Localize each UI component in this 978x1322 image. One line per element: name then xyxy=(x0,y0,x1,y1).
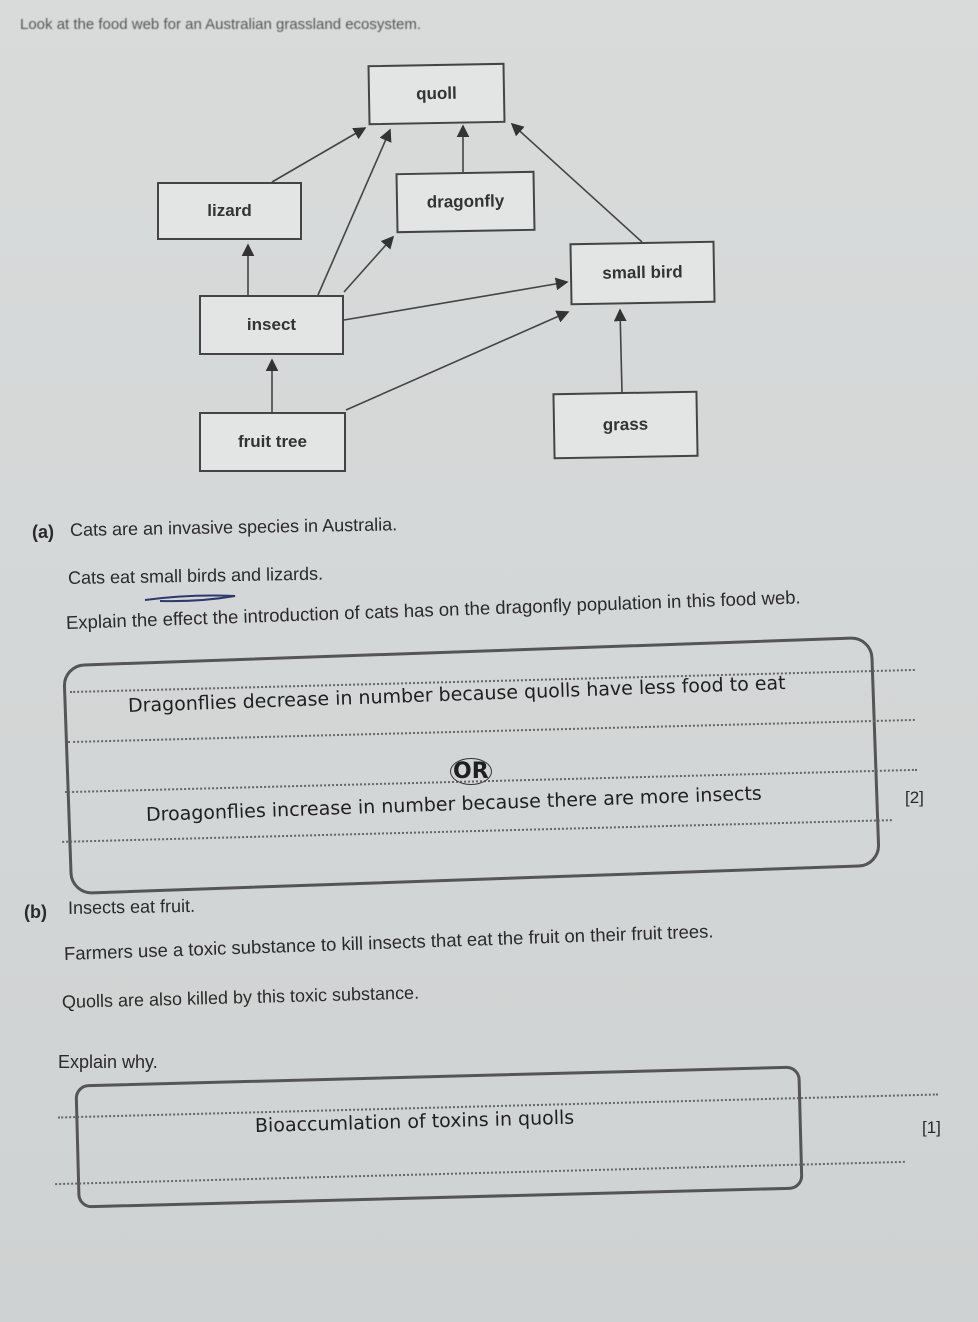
answer-a-or: OR xyxy=(450,758,492,785)
part-a-label: (a) xyxy=(32,522,54,542)
arrow-grass-smallbird xyxy=(613,308,627,393)
arrow-insect-quoll xyxy=(317,128,392,296)
node-small-bird: small bird xyxy=(569,240,716,306)
arrow-insect-dragonfly xyxy=(343,235,395,293)
node-dragonfly: dragonfly xyxy=(395,170,536,234)
part-b-label: (b) xyxy=(24,902,47,922)
answer-box-b xyxy=(74,1065,804,1209)
food-web-arrows xyxy=(241,122,643,412)
part-b-question: Explain why. xyxy=(58,1052,158,1072)
node-insect: insect xyxy=(199,295,344,355)
node-grass: grass xyxy=(552,390,699,460)
part-a-line1: Cats are an invasive species in Australi… xyxy=(69,514,398,540)
node-fruit-tree: fruit tree xyxy=(199,412,346,472)
pen-underline xyxy=(144,594,236,603)
arrow-insect-smallbird xyxy=(343,277,569,321)
arrow-lizard-quoll xyxy=(271,127,367,183)
part-b-line1: Insects eat fruit. xyxy=(67,895,196,918)
part-b-line2: Farmers use a toxic substance to kill in… xyxy=(63,920,714,964)
arrow-smallbird-quoll xyxy=(510,122,643,243)
part-a-marks: [2] xyxy=(905,788,924,807)
part-a-line2: Cats eat small birds and lizards. xyxy=(67,563,324,588)
part-b-marks: [1] xyxy=(922,1118,941,1137)
intro-text: Look at the food web for an Australian g… xyxy=(20,16,422,33)
arrow-fruittree-smallbird xyxy=(345,310,570,411)
node-lizard: lizard xyxy=(157,182,302,240)
node-quoll: quoll xyxy=(367,62,506,126)
part-b-line3: Quolls are also killed by this toxic sub… xyxy=(61,982,420,1012)
